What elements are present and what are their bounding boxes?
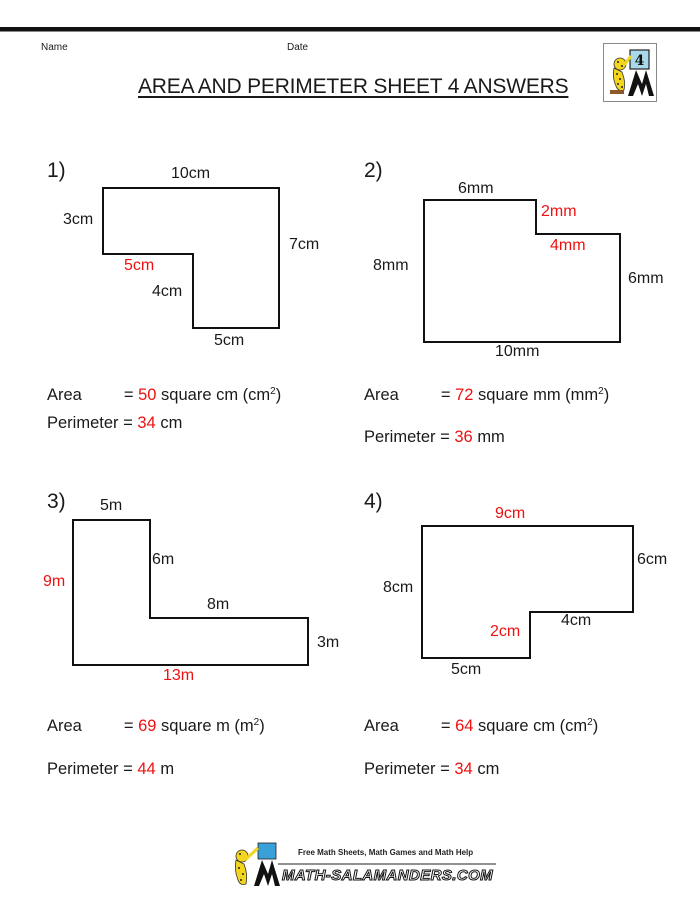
dimension-label: 4cm [561, 612, 592, 629]
area-answer: Area= 72 square mm (mm2) [364, 386, 610, 404]
dimension-label: 6mm [458, 180, 494, 197]
shape-3 [72, 519, 309, 666]
footer-logo[interactable]: Free Math Sheets, Math Games and Math He… [228, 840, 508, 890]
dimension-label: 8cm [383, 579, 414, 596]
missing-dimension-label: 5cm [124, 257, 155, 274]
missing-dimension-label: 13m [163, 667, 195, 684]
missing-dimension-label: 2mm [541, 203, 577, 220]
dimension-label: 3cm [63, 211, 94, 228]
dimension-label: 8m [207, 596, 230, 613]
area-answer: Area= 50 square cm (cm2) [47, 386, 282, 404]
perimeter-answer: Perimeter = 34 cm [364, 760, 500, 778]
problem-number: 4) [364, 490, 383, 513]
dimension-label: 6m [152, 551, 175, 568]
shape-1 [102, 187, 280, 329]
date-label: Date [287, 42, 309, 53]
missing-dimension-label: 2cm [490, 623, 521, 640]
problem-number: 2) [364, 159, 383, 182]
area-answer: Area= 64 square cm (cm2) [364, 717, 599, 735]
problem-number: 1) [47, 159, 66, 182]
svg-text:4: 4 [635, 53, 645, 69]
missing-dimension-label: 9m [43, 573, 66, 590]
shape-2 [423, 199, 621, 343]
dimension-label: 6cm [637, 551, 668, 568]
top-rule-shadow [0, 31, 700, 32]
footer-site-name[interactable]: MATH-SALAMANDERS.COM [281, 867, 494, 885]
dimension-label: 3m [317, 634, 340, 651]
dimension-label: 10mm [495, 343, 540, 360]
dimension-label: 7cm [289, 236, 320, 253]
salamander-easel-icon [234, 842, 496, 886]
problem-number: 3) [47, 490, 66, 513]
salamander-easel-icon: 4 [603, 43, 657, 102]
dimension-label: 5cm [214, 332, 245, 349]
footer-tagline: Free Math Sheets, Math Games and Math He… [298, 848, 474, 857]
dimension-label: 4cm [152, 283, 183, 300]
perimeter-answer: Perimeter = 44 m [47, 760, 175, 778]
dimension-label: 5cm [451, 661, 482, 678]
dimension-label: 5m [100, 497, 123, 514]
name-label: Name [41, 42, 68, 53]
dimension-label: 6mm [628, 270, 664, 287]
perimeter-answer: Perimeter = 34 cm [47, 414, 183, 432]
perimeter-answer: Perimeter = 36 mm [364, 428, 505, 446]
missing-dimension-label: 4mm [550, 237, 586, 254]
dimension-label: 10cm [171, 165, 211, 182]
area-answer: Area= 69 square m (m2) [47, 717, 265, 735]
top-rule [0, 27, 700, 31]
page-title: AREA AND PERIMETER SHEET 4 ANSWERS [138, 75, 569, 98]
shape-4 [421, 525, 634, 659]
missing-dimension-label: 9cm [495, 505, 526, 522]
dimension-label: 8mm [373, 257, 409, 274]
